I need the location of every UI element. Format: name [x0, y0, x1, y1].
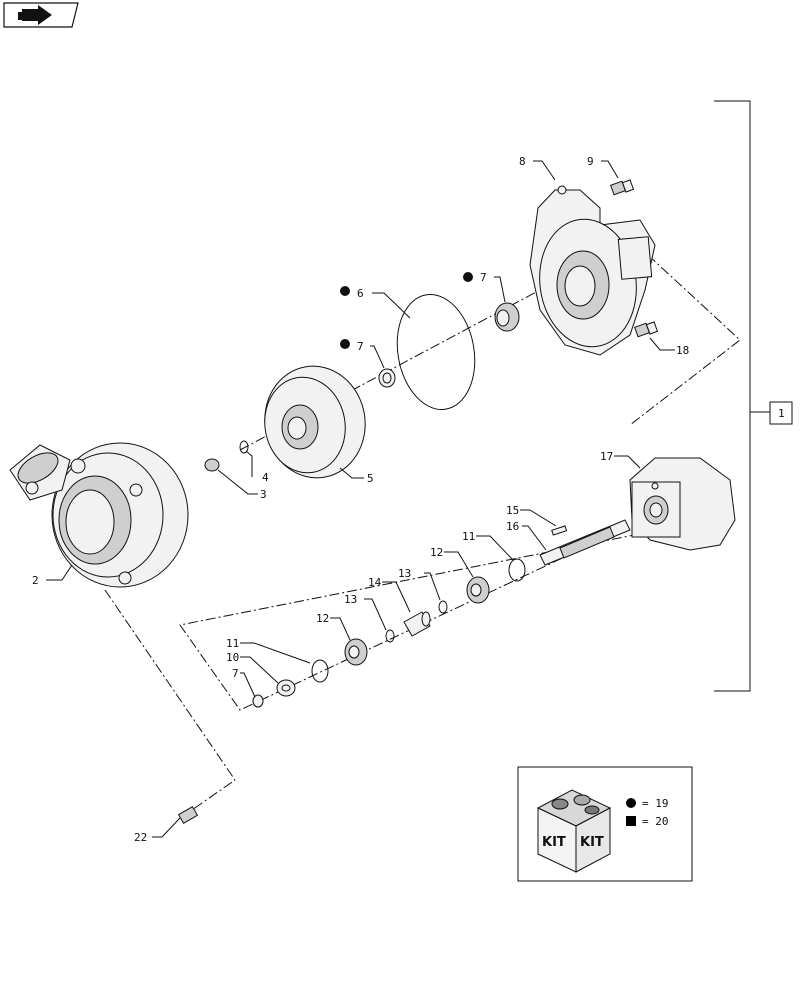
callout-12a: 12 [316, 612, 329, 625]
seal-small-part [252, 694, 264, 708]
bearing-right-part [466, 576, 490, 604]
callout-18: 18 [676, 344, 689, 357]
kit-box-icon: KIT KIT [536, 789, 612, 873]
legend-circle-icon [626, 798, 636, 808]
bearing-spacer-part [403, 611, 431, 637]
callout-7a: 7 [357, 340, 364, 353]
legend-square-icon [626, 816, 636, 826]
callout-9: 9 [587, 155, 594, 168]
shaft-key-part [551, 525, 568, 536]
impeller-nut-part [204, 458, 220, 472]
cap-screw-part [610, 179, 635, 196]
snap-ring-right-part [508, 558, 526, 582]
impeller-part [264, 365, 366, 479]
callout-11a: 11 [226, 637, 239, 650]
callout-4: 4 [262, 471, 269, 484]
legend-square-entry: = 20 [642, 815, 669, 828]
callout-10: 10 [226, 651, 239, 664]
bolt-part [634, 321, 659, 338]
kit-legend: KIT KIT = 19 = 20 [517, 766, 693, 882]
callout-7b: 7 [480, 271, 487, 284]
callout-3: 3 [260, 488, 267, 501]
back-plate-part [529, 185, 656, 356]
leader-lines [46, 160, 675, 838]
hydraulic-motor-part [629, 457, 736, 551]
back-arrow-icon [18, 5, 52, 25]
callout-5: 5 [367, 472, 374, 485]
callout-17: 17 [600, 450, 613, 463]
callout-8: 8 [519, 155, 526, 168]
nav-back-button[interactable] [3, 2, 79, 28]
snap-ring-left-part [311, 659, 329, 683]
kit-marker-icon [340, 286, 350, 296]
retaining-ring-left-part [385, 629, 395, 643]
kit-markers [340, 272, 473, 349]
callout-22: 22 [134, 831, 147, 844]
callout-11b: 11 [462, 530, 475, 543]
bearing-left-part [344, 638, 368, 666]
assembly-label: 1 [778, 407, 785, 420]
callout-16: 16 [506, 520, 519, 533]
callout-14: 14 [368, 576, 382, 589]
legend-circle-entry: = 19 [642, 797, 669, 810]
kit-box-label-right: KIT [580, 835, 604, 850]
pump-shaft-part [539, 519, 631, 566]
o-ring-part [396, 294, 476, 410]
retaining-ring-right-part [438, 600, 448, 614]
callout-13a: 13 [344, 593, 357, 606]
callout-7c: 7 [232, 667, 239, 680]
callout-12b: 12 [430, 546, 443, 559]
pump-casing-part [9, 442, 189, 588]
kit-box-label-left: KIT [542, 835, 566, 850]
assembly-bracket: 1 [714, 100, 793, 692]
callout-labels: 2 3 4 5 6 7 7 7 8 9 10 11 11 12 12 13 13… [32, 155, 689, 844]
callout-15: 15 [506, 504, 519, 517]
kit-marker-icon [463, 272, 473, 282]
callout-13b: 13 [398, 567, 411, 580]
seal-ring-part [378, 368, 396, 388]
callout-2: 2 [32, 574, 39, 587]
mechanical-seal-part [494, 302, 520, 332]
lock-washer-part [239, 440, 249, 454]
drain-plug-part [177, 805, 199, 825]
kit-marker-icon [340, 339, 350, 349]
callout-6: 6 [357, 287, 364, 300]
slinger-washer-part [276, 679, 296, 697]
